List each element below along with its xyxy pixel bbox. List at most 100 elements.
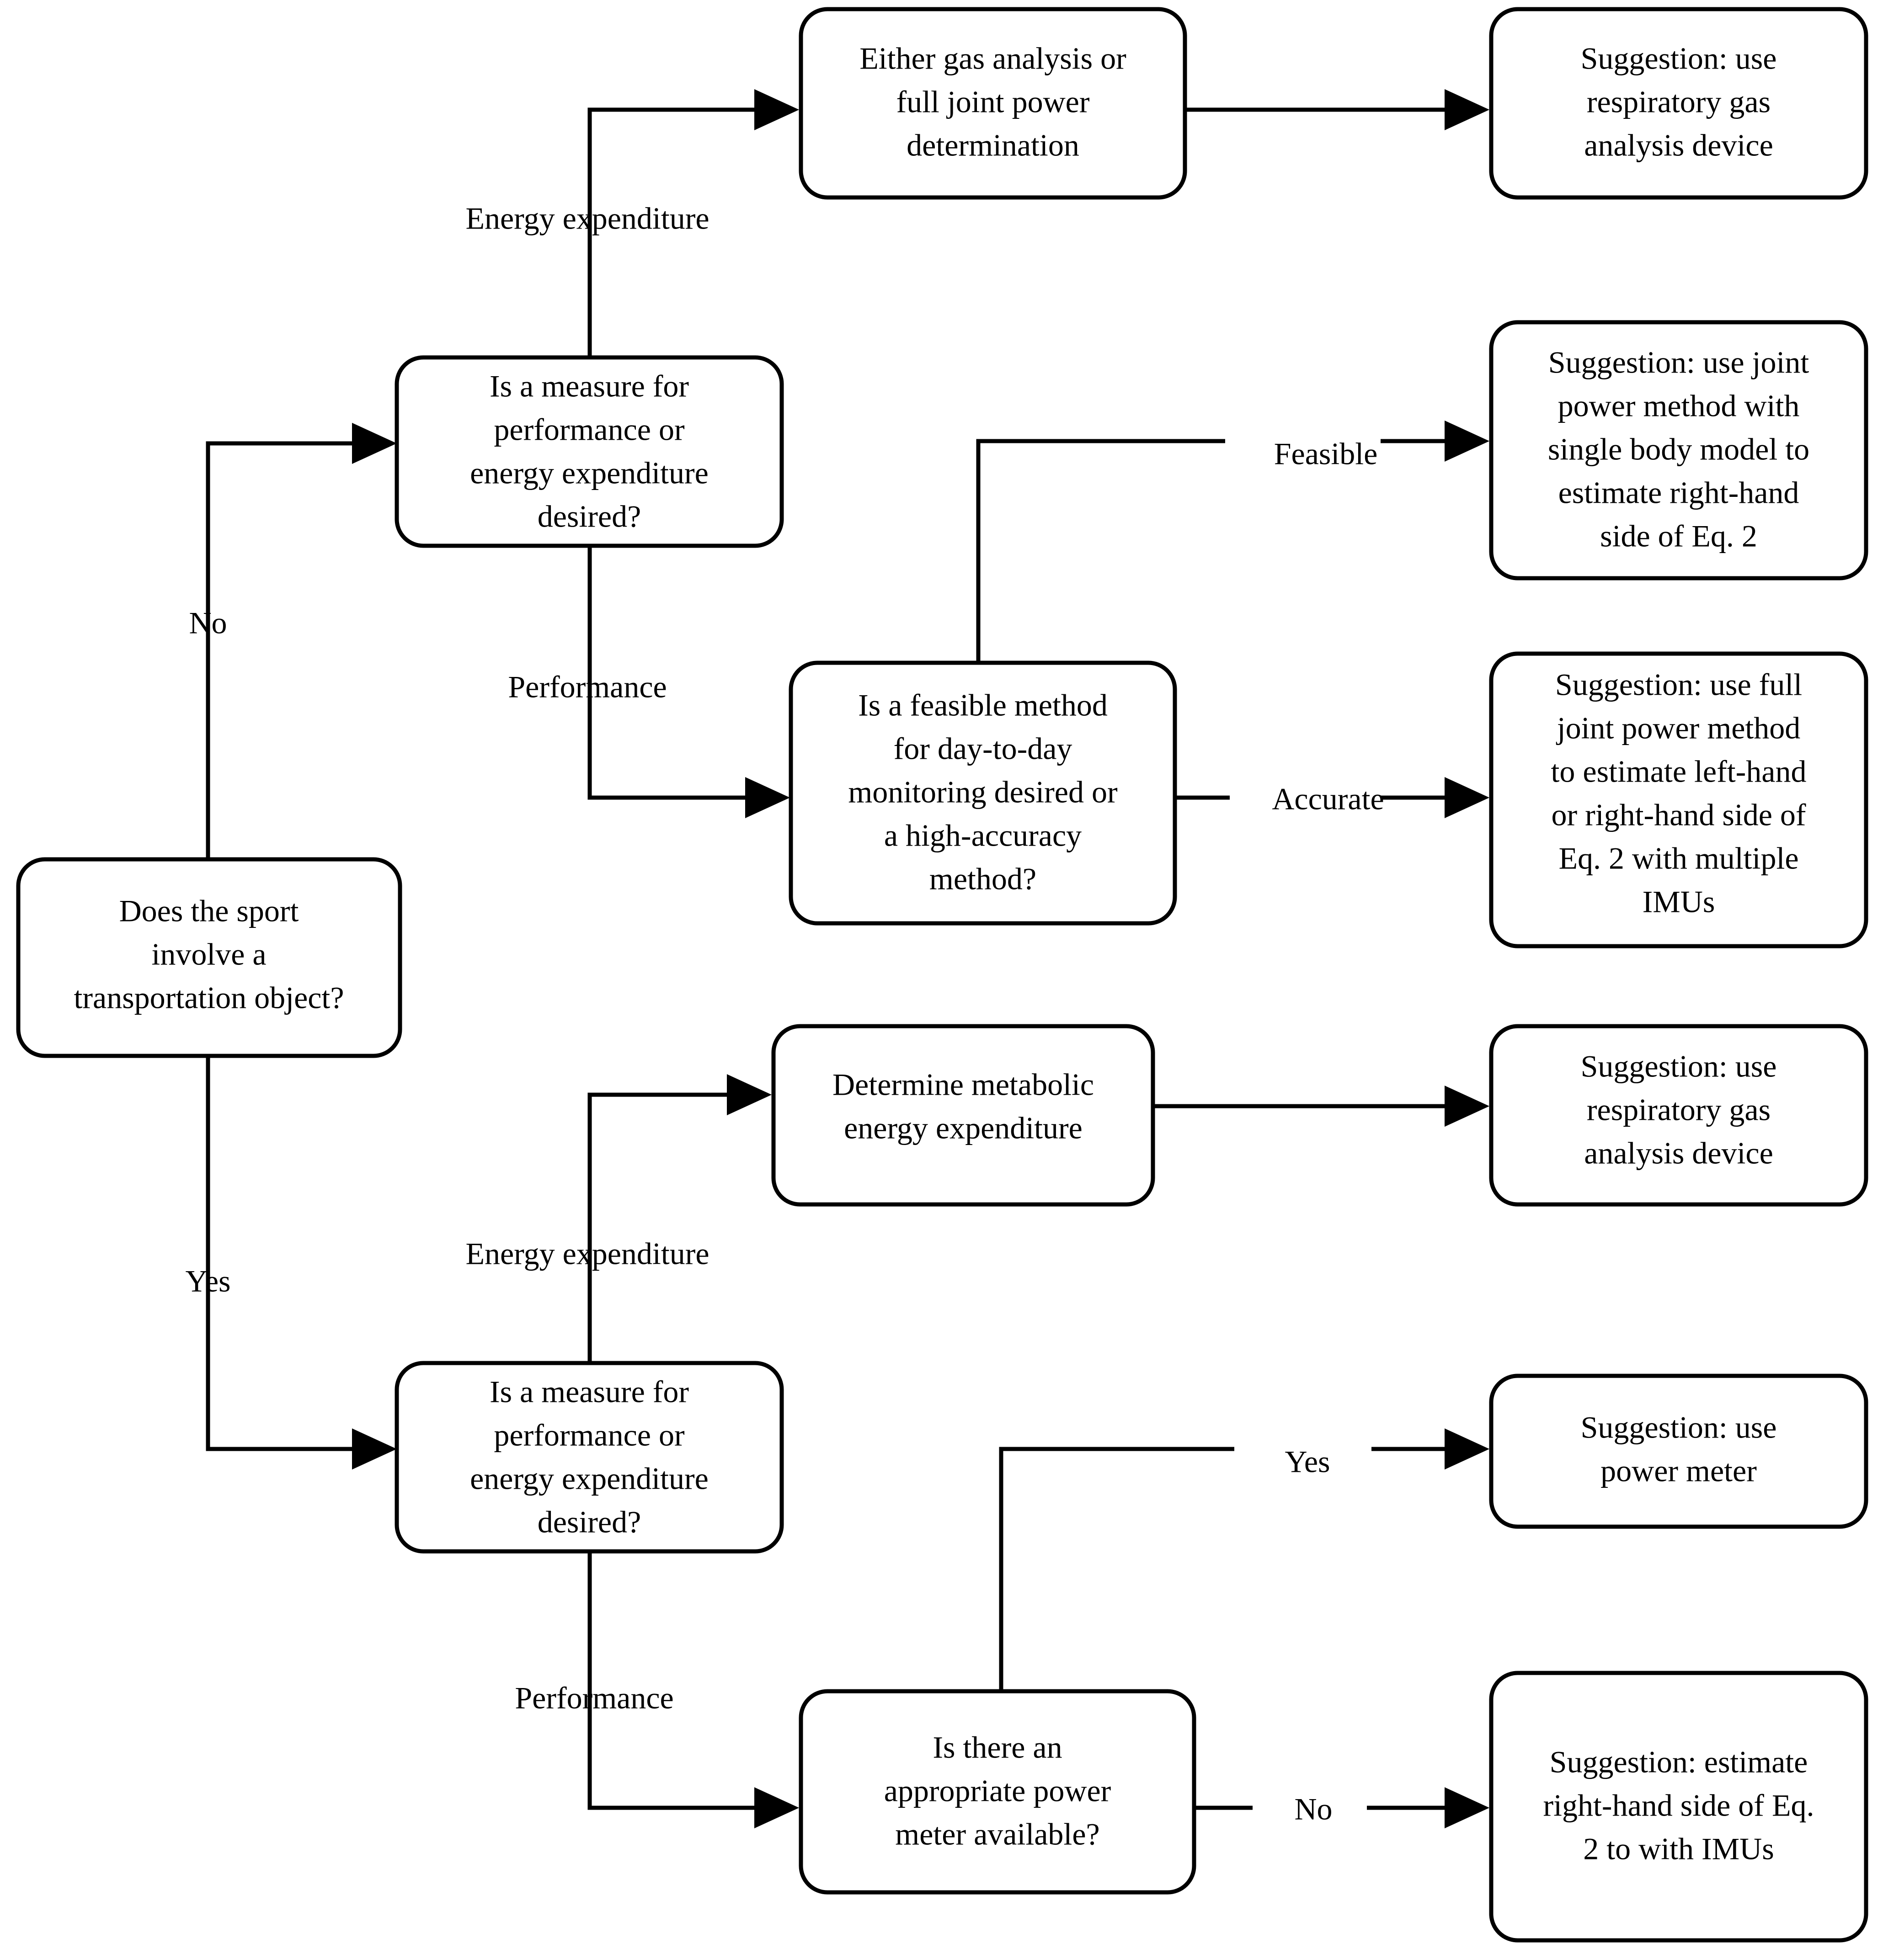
power-meter-q-line-2: meter available? bbox=[895, 1817, 1099, 1852]
node-suggestion-estimate-imus[interactable]: Suggestion: estimate right-hand side of … bbox=[1489, 1671, 1868, 1943]
edge-label-yes-branch: Yes bbox=[186, 1264, 231, 1299]
measure-bottom-box[interactable] bbox=[395, 1361, 784, 1554]
start-sport-box[interactable] bbox=[16, 857, 402, 1058]
estimate-imus-box[interactable] bbox=[1489, 1671, 1868, 1943]
joint-single-line-2: single body model to bbox=[1548, 432, 1809, 467]
joint-single-line-4: side of Eq. 2 bbox=[1600, 519, 1757, 554]
edge-label-energy-expenditure-bottom: Energy expenditure bbox=[465, 1236, 709, 1271]
resp-gas-top-line-2: analysis device bbox=[1584, 128, 1773, 163]
measure-bottom-line-0: Is a measure for bbox=[490, 1374, 689, 1409]
estimate-imus-line-0: Suggestion: estimate bbox=[1550, 1745, 1808, 1779]
use-power-meter-line-1: power meter bbox=[1600, 1454, 1757, 1488]
arrowhead-no-branch bbox=[352, 423, 397, 464]
edge-performance-bottom bbox=[587, 1547, 777, 1810]
arrowhead-metabolic-to-respiratory bbox=[1445, 1086, 1489, 1127]
node-power-meter-question[interactable]: Is there an appropriate power meter avai… bbox=[799, 1689, 1196, 1895]
resp-gas-bottom-line-1: respiratory gas bbox=[1587, 1092, 1771, 1127]
joint-full-line-2: to estimate left-hand bbox=[1551, 754, 1807, 789]
measure-bottom-line-1: performance or bbox=[494, 1418, 685, 1453]
power-meter-question-box[interactable] bbox=[799, 1689, 1196, 1895]
start-sport-line-0: Does the sport bbox=[119, 894, 299, 928]
feasible-method-line-4: method? bbox=[929, 862, 1036, 896]
node-start-sport[interactable]: Does the sport involve a transportation … bbox=[16, 857, 402, 1058]
joint-single-body-box[interactable] bbox=[1489, 320, 1868, 581]
arrowhead-performance-bottom bbox=[754, 1787, 799, 1828]
edge-yes-power-meter bbox=[999, 1447, 1234, 1691]
feasible-method-line-1: for day-to-day bbox=[894, 731, 1072, 766]
resp-gas-bottom-box[interactable] bbox=[1489, 1024, 1868, 1207]
arrowhead-feasible bbox=[1445, 421, 1489, 462]
node-suggestion-joint-single-body[interactable]: Suggestion: use joint power method with … bbox=[1489, 320, 1868, 581]
resp-gas-top-line-1: respiratory gas bbox=[1587, 85, 1771, 119]
edge-performance-top bbox=[587, 546, 768, 800]
joint-full-line-1: joint power method bbox=[1556, 711, 1801, 746]
measure-bottom-line-2: energy expenditure bbox=[470, 1461, 709, 1496]
resp-gas-bottom-line-0: Suggestion: use bbox=[1581, 1049, 1777, 1084]
estimate-imus-line-1: right-hand side of Eq. bbox=[1543, 1788, 1814, 1823]
arrowhead-performance-top bbox=[745, 777, 790, 818]
arrowhead-yes-branch bbox=[352, 1428, 397, 1470]
joint-single-line-1: power method with bbox=[1558, 389, 1800, 423]
gas-or-joint-line-0: Either gas analysis or bbox=[859, 41, 1126, 76]
edge-label-accurate: Accurate bbox=[1272, 782, 1384, 816]
joint-full-box[interactable] bbox=[1489, 651, 1868, 948]
edge-label-feasible: Feasible bbox=[1274, 437, 1378, 471]
node-measure-question-top[interactable]: Is a measure for performance or energy e… bbox=[395, 355, 784, 548]
edge-label-performance-bottom: Performance bbox=[515, 1681, 673, 1715]
node-determine-metabolic[interactable]: Determine metabolic energy expenditure bbox=[771, 1024, 1155, 1207]
edge-no-branch bbox=[206, 441, 375, 859]
arrowhead-energy-expenditure-bottom bbox=[727, 1074, 772, 1115]
joint-full-line-3: or right-hand side of bbox=[1551, 798, 1806, 832]
node-suggestion-respiratory-gas-bottom[interactable]: Suggestion: use respiratory gas analysis… bbox=[1489, 1024, 1868, 1207]
arrowhead-accurate bbox=[1445, 777, 1489, 818]
edge-label-performance-top: Performance bbox=[508, 670, 667, 704]
determine-metabolic-box[interactable] bbox=[771, 1024, 1155, 1207]
node-suggestion-full-joint-power[interactable]: Suggestion: use full joint power method … bbox=[1489, 651, 1868, 948]
joint-single-line-0: Suggestion: use joint bbox=[1548, 345, 1809, 380]
gas-or-joint-line-2: determination bbox=[907, 128, 1079, 163]
edge-energy-expenditure-top bbox=[587, 107, 777, 357]
measure-top-line-0: Is a measure for bbox=[490, 369, 689, 404]
joint-full-line-0: Suggestion: use full bbox=[1555, 667, 1802, 702]
resp-gas-top-box[interactable] bbox=[1489, 7, 1868, 200]
node-feasible-method-question[interactable]: Is a feasible method for day-to-day moni… bbox=[789, 660, 1177, 926]
feasible-method-line-3: a high-accuracy bbox=[884, 818, 1082, 853]
feasible-method-line-0: Is a feasible method bbox=[858, 688, 1108, 723]
start-sport-line-1: involve a bbox=[151, 937, 266, 972]
power-meter-q-line-1: appropriate power bbox=[884, 1774, 1111, 1808]
power-meter-q-line-0: Is there an bbox=[933, 1730, 1062, 1765]
arrowhead-energy-expenditure-top bbox=[754, 89, 799, 130]
estimate-imus-line-2: 2 to with IMUs bbox=[1583, 1832, 1774, 1866]
measure-top-line-1: performance or bbox=[494, 412, 685, 447]
resp-gas-top-line-0: Suggestion: use bbox=[1581, 41, 1777, 76]
node-measure-question-bottom[interactable]: Is a measure for performance or energy e… bbox=[395, 1361, 784, 1554]
determine-metabolic-line-0: Determine metabolic bbox=[832, 1067, 1094, 1102]
joint-full-line-5: IMUs bbox=[1643, 884, 1715, 919]
edge-label-yes-power-meter: Yes bbox=[1285, 1444, 1330, 1479]
start-sport-line-2: transportation object? bbox=[74, 980, 344, 1015]
use-power-meter-box[interactable] bbox=[1489, 1374, 1868, 1529]
gas-or-joint-box[interactable] bbox=[799, 7, 1187, 200]
edge-label-no-power-meter: No bbox=[1294, 1792, 1332, 1827]
measure-top-line-2: energy expenditure bbox=[470, 456, 709, 490]
joint-single-line-3: estimate right-hand bbox=[1558, 475, 1799, 510]
node-gas-or-joint-power[interactable]: Either gas analysis or full joint power … bbox=[799, 7, 1187, 200]
gas-or-joint-line-1: full joint power bbox=[896, 85, 1089, 119]
feasible-method-line-2: monitoring desired or bbox=[848, 775, 1118, 810]
resp-gas-bottom-line-2: analysis device bbox=[1584, 1136, 1773, 1171]
arrowhead-gas-to-respiratory bbox=[1445, 89, 1489, 130]
edge-energy-expenditure-bottom bbox=[587, 1092, 750, 1447]
measure-top-box[interactable] bbox=[395, 355, 784, 548]
use-power-meter-line-0: Suggestion: use bbox=[1581, 1410, 1777, 1445]
measure-top-line-3: desired? bbox=[538, 499, 641, 534]
edge-label-no-branch: No bbox=[189, 606, 227, 640]
node-suggestion-use-power-meter[interactable]: Suggestion: use power meter bbox=[1489, 1374, 1868, 1529]
edge-yes-branch bbox=[206, 1056, 375, 1451]
edge-label-energy-expenditure-top: Energy expenditure bbox=[465, 201, 709, 236]
feasible-method-box[interactable] bbox=[789, 660, 1177, 926]
node-suggestion-respiratory-gas-top[interactable]: Suggestion: use respiratory gas analysis… bbox=[1489, 7, 1868, 200]
measure-bottom-line-3: desired? bbox=[538, 1505, 641, 1539]
determine-metabolic-line-1: energy expenditure bbox=[844, 1111, 1083, 1145]
